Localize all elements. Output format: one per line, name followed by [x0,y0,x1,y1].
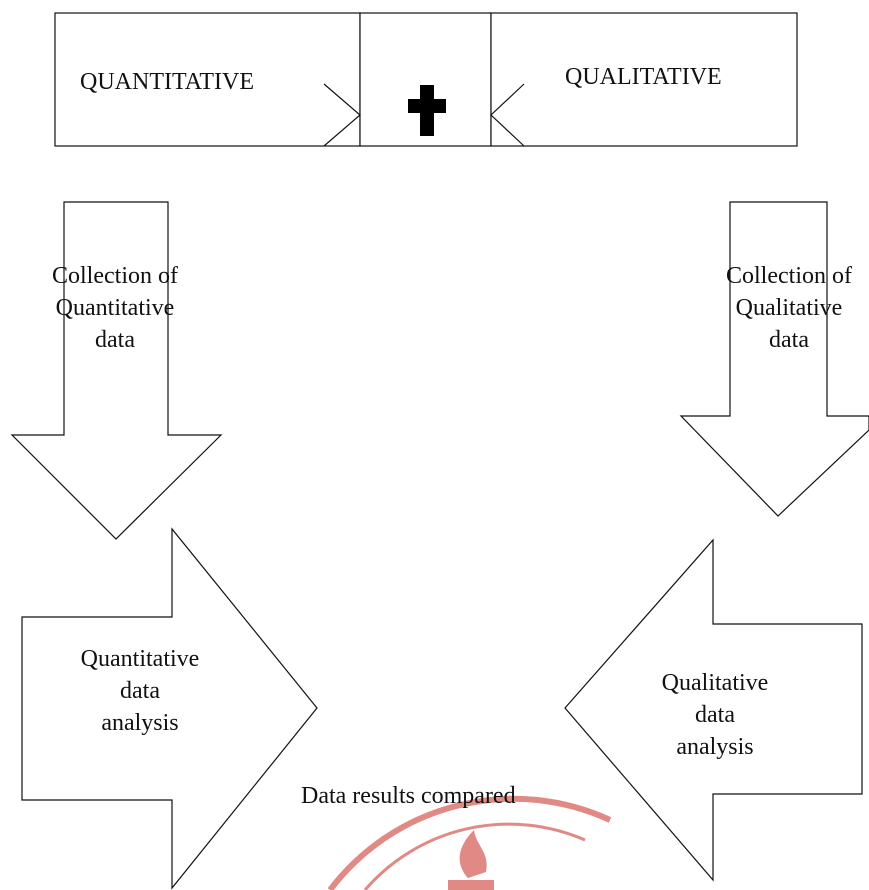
right-collection-line-1: Collection of [726,263,852,289]
quantitative-label: QUANTITATIVE [80,69,255,95]
right-collection-line-2: Qualitative [735,295,843,321]
right-left-arrow [564,538,863,882]
qualitative-label: QUALITATIVE [565,64,722,90]
quantitative-analysis-line-1: Quantitative [80,646,200,672]
quantitative-analysis-line-3: analysis [101,710,179,736]
right-pointing-triangle-icon [323,83,361,147]
right-collection-line-3: data [769,327,809,353]
right-down-arrow [679,201,869,517]
watermark-flame-icon [459,830,487,878]
qualitative-analysis-line-3: analysis [676,734,754,760]
data-results-compared-label: Data results compared [301,783,516,809]
qualitative-analysis-line-2: data [695,702,735,728]
right-collection-label: Collection of Qualitative data [694,260,869,356]
left-down-arrow [10,201,223,540]
quantitative-analysis-label: Quantitative data analysis [45,643,235,739]
watermark-base-icon [448,880,494,890]
quantitative-box [54,12,361,147]
watermark-arc-inner [363,822,586,890]
left-collection-line-1: Collection of [52,263,178,289]
left-right-arrow [21,527,318,890]
left-collection-line-2: Quantitative [55,295,175,321]
watermark-arc [327,795,612,890]
left-collection-label: Collection of Quantitative data [20,260,210,356]
header-bar [54,12,798,147]
quantitative-analysis-line-2: data [120,678,160,704]
left-pointing-triangle-icon [490,83,525,147]
qualitative-box [490,12,798,147]
qualitative-analysis-line-1: Qualitative [661,670,769,696]
qualitative-analysis-label: Qualitative data analysis [620,667,810,763]
left-collection-line-3: data [95,327,135,353]
plus-icon [408,85,446,136]
watermark-seal [327,795,612,890]
